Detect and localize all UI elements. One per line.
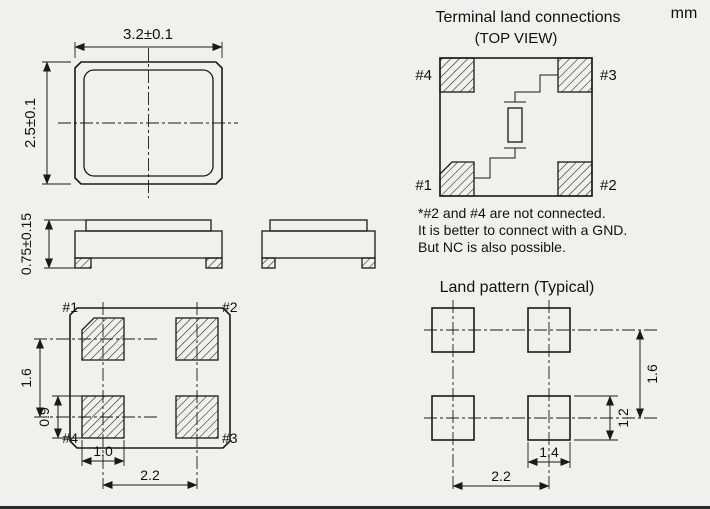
package-body-outline (74, 61, 223, 185)
front-view: 0.75±0.15 (18, 213, 223, 275)
lp-pad-bottom-left (431, 395, 475, 441)
bottom-pad-width-dimension: 1.0 (81, 440, 125, 466)
bottom-outline (69, 307, 231, 449)
terminal-pad-3-label: #3 (600, 67, 617, 84)
top-view-width-dimension: 3.2±0.1 (74, 26, 223, 58)
lp-col-pitch-dimension: 2.2 (452, 468, 550, 490)
lp-pad-top-left (431, 307, 475, 353)
side-pad-left (261, 257, 276, 269)
top-view-height-dimension: 2.5±0.1 (22, 61, 71, 185)
bottom-pad-height-dimension: 0.9 (36, 395, 82, 439)
front-view-height-label: 0.75±0.15 (18, 213, 34, 275)
note-line-2: It is better to connect with a GND. (418, 222, 627, 238)
terminal-land-notes: *#2 and #4 are not connected. It is bett… (418, 205, 627, 255)
terminal-land-connections: Terminal land connections (TOP VIEW) #4 … (415, 9, 627, 255)
bottom-pad-3 (175, 395, 219, 439)
crystal-lead-to-pad3 (514, 74, 558, 102)
lp-pad-top-right (527, 307, 571, 353)
lp-row-pitch-dimension: 1.6 (636, 329, 660, 419)
bottom-pad-1 (81, 317, 125, 361)
bottom-row-pitch-dimension: 1.6 (18, 338, 44, 418)
land-pattern-title: Land pattern (Typical) (440, 279, 595, 296)
lp-pad-height-label: 1.2 (615, 408, 631, 428)
front-pad-left (74, 257, 92, 269)
crystal-lead-to-pad1 (474, 148, 516, 179)
terminal-pad-1 (439, 161, 475, 197)
terminal-land-title: Terminal land connections (436, 9, 621, 26)
lp-row-pitch-label: 1.6 (644, 364, 660, 384)
front-pad-right (205, 257, 223, 269)
crystal-symbol (474, 74, 558, 179)
side-view (261, 219, 376, 269)
bottom-pad-2 (175, 317, 219, 361)
lp-pad-width-dimension: 1.4 (527, 442, 571, 468)
lp-pad-bottom-right (527, 395, 571, 441)
bottom-pad-4 (81, 395, 125, 439)
front-base (74, 230, 223, 259)
note-line-3: But NC is also possible. (418, 239, 566, 255)
units-label: mm (671, 5, 698, 22)
side-pad-right (361, 257, 376, 269)
terminal-pad-3 (557, 57, 593, 93)
lp-pad-height-dimension: 1.2 (574, 395, 631, 441)
terminal-pad-4-label: #4 (415, 67, 432, 84)
front-lid (85, 219, 212, 232)
bottom-col-pitch-label: 2.2 (140, 467, 160, 483)
top-view-height-label: 2.5±0.1 (22, 98, 39, 148)
front-view-height-dimension: 0.75±0.15 (18, 213, 86, 275)
bottom-pad-2-label: #2 (222, 299, 238, 315)
bottom-pad-width-label: 1.0 (93, 443, 113, 459)
side-base (261, 230, 376, 259)
bottom-separator (0, 506, 710, 509)
terminal-land-outline (439, 57, 593, 197)
bottom-row-pitch-label: 1.6 (18, 368, 34, 388)
bottom-pad-3-label: #3 (222, 430, 238, 446)
terminal-land-subtitle: (TOP VIEW) (475, 30, 558, 47)
top-view: 3.2±0.1 2.5±0.1 (22, 26, 238, 198)
terminal-pad-1-label: #1 (415, 177, 432, 194)
terminal-pad-2 (557, 161, 593, 197)
terminal-pad-2-label: #2 (600, 177, 617, 194)
bottom-pad-1-label: #1 (62, 299, 78, 315)
bottom-col-pitch-dimension: 2.2 (102, 467, 198, 489)
lp-pad-width-label: 1.4 (539, 444, 559, 460)
terminal-pad-4 (439, 57, 475, 93)
land-pattern: Land pattern (Typical) 1.2 1.6 1.4 2.2 (424, 279, 660, 492)
top-view-width-label: 3.2±0.1 (123, 26, 173, 43)
bottom-pad-height-label: 0.9 (36, 407, 52, 427)
lp-col-pitch-label: 2.2 (491, 468, 511, 484)
note-line-1: *#2 and #4 are not connected. (418, 205, 606, 221)
bottom-view: #1 #2 #4 #3 1.6 0.9 1.0 2.2 (18, 299, 238, 489)
side-lid (269, 219, 368, 232)
